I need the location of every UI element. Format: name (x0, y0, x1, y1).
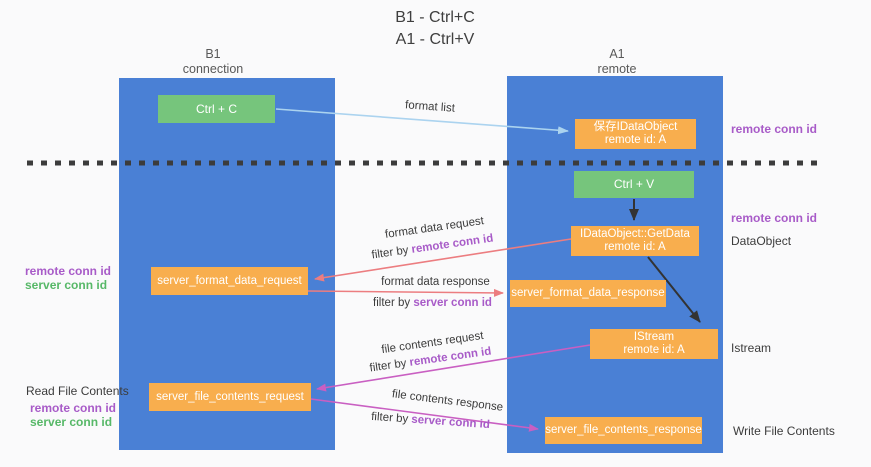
istream-line2: remote id: A (623, 344, 685, 356)
lane-a1-role: remote (597, 62, 637, 76)
istream-line1: IStream (633, 331, 675, 343)
lane-a1-name: A1 (609, 47, 625, 61)
server-conn-id-text: server conn id (410, 413, 491, 432)
lane-b1-role: connection (182, 62, 244, 76)
idataobject-getdata-node: IDataObject::GetData remote id: A (571, 226, 699, 256)
ctrl-v-label: Ctrl + V (613, 177, 655, 191)
dataobject-label: DataObject (731, 234, 792, 248)
filter-by-text: filter by (370, 244, 410, 262)
remote-conn-id-top-label: remote conn id (731, 122, 818, 136)
read-file-contents-label: Read File Contents (26, 384, 129, 398)
title-line-2: A1 - Ctrl+V (395, 31, 475, 48)
server-format-data-request-label: server_format_data_request (157, 274, 302, 287)
server-file-contents-response-label: server_file_contents_response (545, 424, 702, 436)
server-format-data-response-label: server_format_data_response (511, 287, 665, 299)
remote-conn-id-mid-label: remote conn id (731, 211, 818, 225)
server-format-data-response-node: server_format_data_response (510, 280, 666, 307)
save-idataobject-line1: 保存IDataObject (593, 121, 678, 133)
save-idataobject-node: 保存IDataObject remote id: A (575, 119, 696, 149)
ctrl-c-node: Ctrl + C (158, 95, 275, 123)
format-data-response-edge-label: format data response (381, 276, 490, 288)
diagram-title: B1 - Ctrl+C A1 - Ctrl+V (305, 7, 565, 51)
server-file-contents-request-node: server_file_contents_request (149, 383, 311, 411)
istream-side-label: Istream (731, 341, 772, 355)
format-list-edge-label: format list (404, 99, 456, 115)
istream-node: IStream remote id: A (590, 329, 718, 359)
remote-conn-id-left2-label: remote conn id (30, 401, 117, 415)
save-idataobject-line2: remote id: A (604, 134, 667, 146)
ctrl-c-label: Ctrl + C (195, 101, 237, 116)
server-conn-id-left1-label: server conn id (25, 278, 108, 292)
filter-by-server-conn-id-1-label: filter by server conn id (345, 297, 520, 309)
remote-conn-id-text: remote conn id (410, 232, 495, 256)
server-file-contents-response-node: server_file_contents_response (545, 417, 702, 444)
getdata-line2: remote id: A (604, 241, 666, 253)
filter-by-text: filter by (373, 297, 411, 309)
lane-header-b1: B1 connection (143, 47, 283, 77)
format-data-response-arrow (307, 288, 504, 297)
write-file-contents-label: Write File Contents (733, 424, 835, 438)
filter-by-text: filter by (368, 357, 408, 375)
ctrl-v-node: Ctrl + V (574, 171, 694, 198)
lane-header-a1: A1 remote (547, 47, 687, 77)
lane-b1-name: B1 (205, 47, 221, 61)
server-conn-id-text: server conn id (413, 297, 492, 309)
getdata-line1: IDataObject::GetData (580, 228, 690, 240)
server-conn-id-left2-label: server conn id (30, 415, 113, 429)
filter-by-text: filter by (370, 410, 409, 426)
server-file-contents-request-label: server_file_contents_request (156, 390, 304, 403)
title-line-1: B1 - Ctrl+C (395, 9, 475, 26)
remote-conn-id-left1-label: remote conn id (25, 264, 112, 278)
server-format-data-request-node: server_format_data_request (151, 267, 308, 295)
